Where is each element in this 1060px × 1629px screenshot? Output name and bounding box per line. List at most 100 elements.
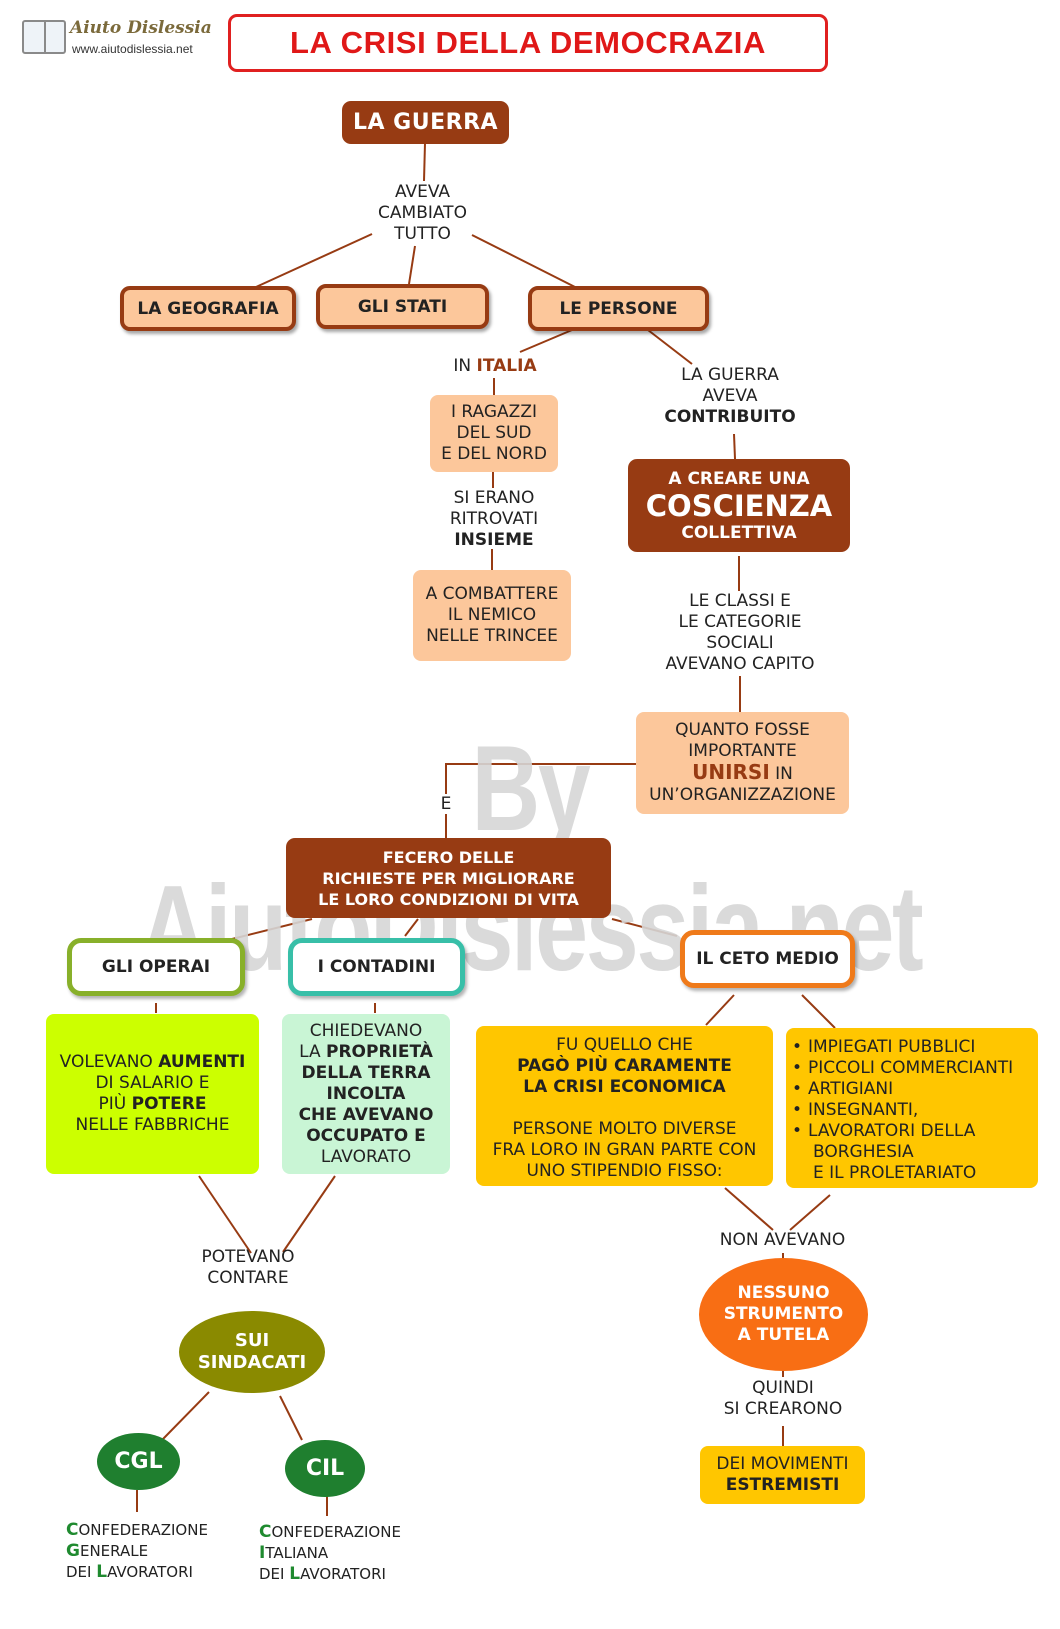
label-e: E	[440, 794, 452, 814]
label-italia: ITALIA	[476, 356, 537, 376]
node-movimenti-estremisti: DEI MOVIMENTI ESTREMISTI	[700, 1446, 865, 1504]
node-a-combattere: A COMBATTERE IL NEMICO NELLE TRINCEE	[413, 570, 571, 661]
prefix: DEI	[66, 1563, 97, 1581]
prefix: DEI	[259, 1565, 290, 1583]
node-line: COLLETTIVA	[681, 522, 797, 543]
list-item: IMPIEGATI PUBBLICI	[786, 1037, 1038, 1058]
node-fu-quello-che: FU QUELLO CHE PAGÒ PIÙ CARAMENTE LA CRIS…	[476, 1026, 773, 1186]
node-line: RICHIESTE PER MIGLIORARE	[322, 868, 575, 888]
label-line: AVEVANO CAPITO	[665, 654, 815, 674]
node-line: FRA LORO IN GRAN PARTE CON	[492, 1140, 757, 1160]
node-line: UN’ORGANIZZAZIONE	[649, 785, 836, 805]
node-line-big: COSCIENZA	[645, 488, 833, 523]
node-line: E DEL NORD	[441, 444, 547, 464]
label-line: SI CREARONO	[723, 1399, 843, 1419]
node-line: NELLE FABBRICHE	[75, 1115, 230, 1135]
page-title: LA CRISI DELLA DEMOCRAZIA	[290, 25, 766, 60]
initial: C	[259, 1522, 272, 1542]
node-line: NESSUNO	[737, 1283, 830, 1303]
node-line: DEI MOVIMENTI	[716, 1454, 849, 1474]
rest: ONFEDERAZIONE	[271, 1523, 401, 1541]
label-potevano-contare: POTEVANO CONTARE	[193, 1247, 303, 1289]
node-label: GLI OPERAI	[101, 957, 211, 977]
label-line-bold: INSIEME	[454, 530, 534, 550]
node-fecero-delle-richieste: FECERO DELLE RICHIESTE PER MIGLIORARE LE…	[286, 838, 611, 918]
logo-url: www.aiutodislessia.net	[72, 42, 193, 56]
label-line: AVEVA	[394, 182, 451, 202]
node-label: LA GEOGRAFIA	[137, 298, 279, 319]
book-icon	[22, 20, 66, 54]
node-line: SINDACATI	[197, 1352, 307, 1373]
list-item: INSEGNANTI,	[786, 1100, 1038, 1121]
initial: I	[259, 1543, 266, 1563]
node-line: A COMBATTERE	[425, 584, 559, 604]
label-line: CONTARE	[207, 1268, 289, 1288]
node-in: IN	[769, 764, 793, 784]
node-chiedevano: CHIEDEVANO LA PROPRIETÀ DELLA TERRA INCO…	[282, 1014, 450, 1174]
node-line-bold: INCOLTA	[326, 1083, 406, 1104]
node-line: I RAGAZZI	[451, 402, 537, 422]
label-le-classi: LE CLASSI E LE CATEGORIE SOCIALI AVEVANO…	[650, 591, 830, 675]
node-line-bold: CHE AVEVANO	[298, 1104, 434, 1125]
node-label: CGL	[114, 1449, 163, 1474]
node-text: VOLEVANO	[59, 1052, 159, 1072]
list-item: PICCOLI COMMERCIANTI	[786, 1058, 1038, 1079]
node-line: DEL SUD	[456, 423, 532, 443]
label-cgl-full: CONFEDERAZIONE GENERALE DEI LAVORATORI	[66, 1520, 246, 1583]
node-line: A TUTELA	[737, 1325, 830, 1345]
label-line: SOCIALI	[706, 633, 774, 653]
node-unirsi: UNIRSI	[692, 760, 770, 784]
label-line: AVEVA	[702, 386, 758, 406]
node-i-contadini: I CONTADINI	[288, 938, 465, 996]
list-item: ARTIGIANI	[786, 1079, 1038, 1100]
node-sui-sindacati: SUI SINDACATI	[179, 1311, 325, 1393]
node-text-bold: POTERE	[131, 1094, 207, 1114]
label-line: LE CATEGORIE	[678, 612, 802, 632]
label-line: LA GUERRA	[681, 365, 779, 385]
node-text: LA	[299, 1041, 326, 1062]
list-item: LAVORATORI DELLA	[786, 1121, 1038, 1142]
initial: L	[289, 1564, 301, 1584]
rest: ONFEDERAZIONE	[78, 1521, 208, 1539]
rest: TALIANA	[265, 1544, 329, 1562]
initial: C	[66, 1520, 79, 1540]
node-line: QUANTO FOSSE	[675, 720, 810, 740]
label-line-bold: CONTRIBUITO	[664, 407, 796, 427]
node-coscienza-collettiva: A CREARE UNA COSCIENZA COLLETTIVA	[628, 459, 850, 552]
node-line: IMPORTANTE	[688, 741, 797, 761]
node-volevano-aumenti: VOLEVANO AUMENTI DI SALARIO E PIÙ POTERE…	[46, 1014, 259, 1174]
label-line: QUINDI	[752, 1378, 814, 1398]
node-line-bold: DELLA TERRA	[301, 1062, 431, 1083]
node-line: LAVORATO	[320, 1146, 412, 1167]
initial: L	[96, 1562, 108, 1582]
node-il-ceto-medio: IL CETO MEDIO	[680, 930, 855, 988]
node-line-bold: OCCUPATO E	[306, 1125, 426, 1146]
label-aveva-cambiato-tutto: AVEVA CAMBIATO TUTTO	[355, 182, 490, 245]
label-cil-full: CONFEDERAZIONE ITALIANA DEI LAVORATORI	[259, 1522, 439, 1585]
node-line: FECERO DELLE	[382, 847, 515, 867]
node-line: A CREARE UNA	[668, 468, 810, 489]
title-box: LA CRISI DELLA DEMOCRAZIA	[228, 14, 828, 72]
node-line: STRUMENTO	[723, 1304, 844, 1324]
category-list: IMPIEGATI PUBBLICI PICCOLI COMMERCIANTI …	[786, 1037, 1038, 1142]
node-gli-stati: GLI STATI	[316, 284, 489, 329]
node-label: CIL	[305, 1456, 345, 1481]
site-logo[interactable]: Aiuto Dislessia www.aiutodislessia.net	[18, 16, 212, 60]
label-line: TUTTO	[394, 224, 451, 244]
rest: AVORATORI	[300, 1565, 386, 1583]
label-line: LE CLASSI E	[689, 591, 791, 611]
rest: ENERALE	[79, 1542, 149, 1560]
node-label: I CONTADINI	[317, 957, 436, 977]
node-line: LE LORO CONDIZIONI DI VITA	[318, 889, 579, 909]
node-text-bold: AUMENTI	[158, 1052, 246, 1072]
node-nessuno-strumento: NESSUNO STRUMENTO A TUTELA	[699, 1258, 868, 1371]
label-si-erano-ritrovati: SI ERANO RITROVATI INSIEME	[430, 488, 558, 551]
label-non-avevano: NON AVEVANO	[719, 1230, 846, 1250]
node-label: IL CETO MEDIO	[696, 949, 839, 969]
logo-name: Aiuto Dislessia	[70, 18, 212, 38]
node-line-bold: ESTREMISTI	[725, 1475, 840, 1495]
label-line: RITROVATI	[449, 509, 539, 529]
list-continuation: BORGHESIA	[813, 1142, 914, 1162]
node-line: FU QUELLO CHE	[556, 1035, 693, 1055]
